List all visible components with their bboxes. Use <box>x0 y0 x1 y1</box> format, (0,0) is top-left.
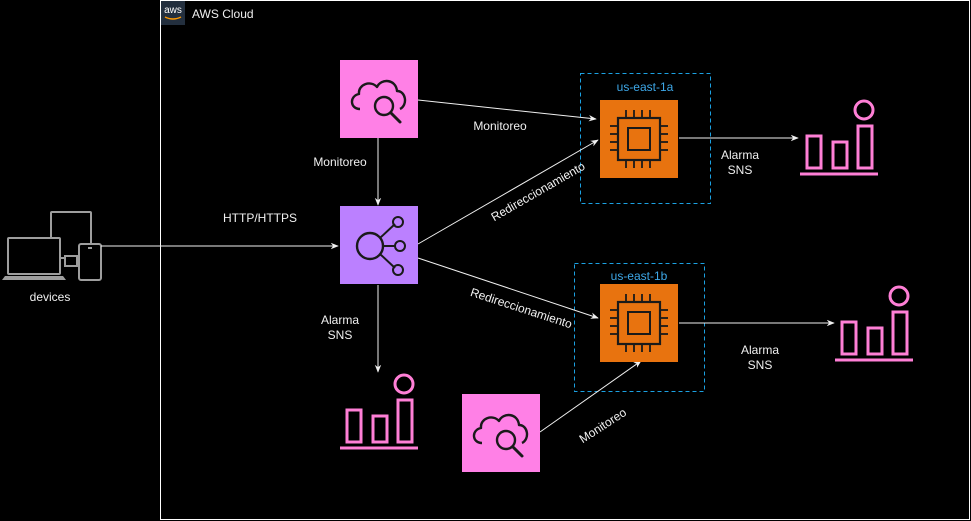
edge-label-alarm-1a-1: Alarma <box>721 148 759 162</box>
connectors <box>101 99 835 433</box>
zone-label-us-east-1a: us-east-1a <box>617 80 674 94</box>
cloudwatch-icon <box>340 60 418 138</box>
aws-cloud-border <box>160 0 970 520</box>
edge-elb-to-ec2-1a <box>417 139 599 245</box>
alarm-chart-icon <box>340 373 418 450</box>
aws-logo-icon: aws <box>161 1 185 25</box>
edge-label-monitor-top: Monitoreo <box>473 119 527 133</box>
zone-us-east-1a: us-east-1a <box>580 73 711 204</box>
aws-cloud-group: aws AWS Cloud <box>160 0 970 520</box>
edge-label-monitor-bottom: Monitoreo <box>577 405 630 446</box>
ec2-instance-icon <box>600 100 678 178</box>
cloudwatch-icon <box>462 394 540 472</box>
load-balancer-icon <box>340 206 418 284</box>
edge-label-monitor-left: Monitoreo <box>313 155 367 169</box>
edge-cloudwatch-to-ec2-1a <box>417 99 597 122</box>
zone-us-east-1b: us-east-1b <box>574 263 705 392</box>
edge-elb-to-ec2-1b <box>417 257 599 319</box>
ec2-instance-icon <box>600 284 678 362</box>
devices-label: devices <box>30 290 71 304</box>
zone-label-us-east-1b: us-east-1b <box>611 269 668 283</box>
alarm-chart-icon <box>835 285 913 362</box>
svg-text:aws: aws <box>164 5 182 16</box>
edge-label-alarm-1b-1: Alarma <box>741 343 779 357</box>
edge-label-alarm-center-1: Alarma <box>321 313 359 327</box>
devices-icon <box>2 211 102 281</box>
edge-cloudwatch-to-ec2-1b <box>539 360 642 433</box>
edge-label-alarm-center-2: SNS <box>328 328 353 342</box>
aws-cloud-title: AWS Cloud <box>192 7 254 21</box>
edge-label-http: HTTP/HTTPS <box>223 211 297 225</box>
alarm-chart-icon <box>800 99 878 176</box>
edge-label-redirect-top: Redireccionamiento <box>489 159 588 224</box>
edge-label-alarm-1a-2: SNS <box>728 163 753 177</box>
edge-label-alarm-1b-2: SNS <box>748 358 773 372</box>
